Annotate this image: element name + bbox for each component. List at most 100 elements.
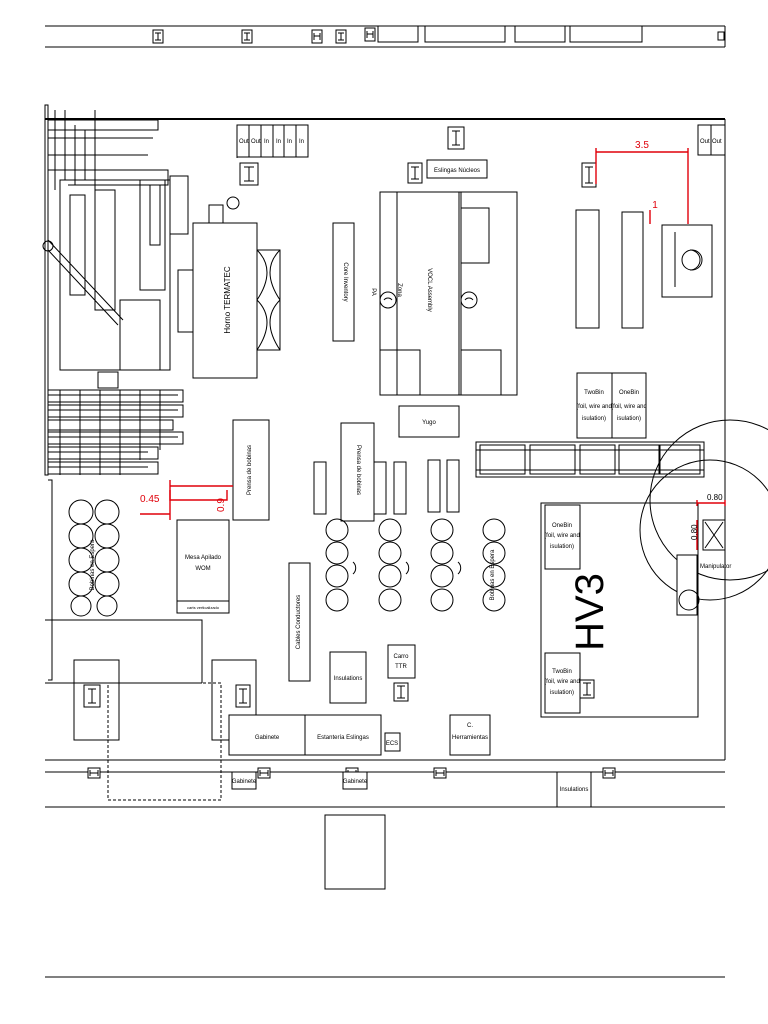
ttr-label: TTR bbox=[395, 664, 407, 670]
h-beam-icon bbox=[311, 29, 323, 44]
i-beam-icon bbox=[83, 684, 101, 708]
twobin-label: TwoBin bbox=[552, 669, 572, 675]
h-beam-icon bbox=[602, 767, 616, 779]
rack-left bbox=[575, 209, 600, 329]
conveyor-row bbox=[475, 441, 705, 478]
dimension-label: 1 bbox=[652, 200, 658, 211]
vocl-label: VOCL Assembly bbox=[426, 268, 432, 311]
ecs-label: ECS bbox=[386, 741, 398, 747]
core-inventory-rack bbox=[332, 222, 355, 342]
gabinete-label: Gabinete bbox=[343, 779, 368, 785]
dimension-label: 0.80 bbox=[707, 493, 723, 502]
hv3-area: OneBin (foil, wire and isulation) TwoBin… bbox=[540, 419, 768, 718]
i-beam-icon bbox=[335, 29, 347, 44]
yugo-box bbox=[398, 405, 460, 438]
i-beam-icon bbox=[393, 682, 409, 702]
h-beam-icon bbox=[87, 767, 101, 779]
header-door-frame bbox=[514, 25, 566, 43]
twobin-sub-label: (foil, wire and bbox=[544, 679, 580, 685]
cables-conductores-rack bbox=[288, 562, 311, 682]
twobin-label: TwoBin bbox=[584, 390, 604, 396]
dimension-label: 3.5 bbox=[635, 140, 649, 151]
h-beam-icon bbox=[364, 27, 376, 42]
mesa-apilado-wom: Mesa Apilado WOM carts verticalizado bbox=[176, 519, 230, 614]
machinery-cluster bbox=[42, 104, 240, 681]
i-beam-icon bbox=[447, 126, 465, 150]
slot-out-label: Out bbox=[700, 139, 710, 145]
yugo-label: Yugo bbox=[422, 420, 436, 426]
i-beam-icon bbox=[241, 29, 253, 44]
manipulator-label: Manipulator bbox=[700, 564, 731, 570]
header-door-frame bbox=[377, 25, 419, 43]
onebin-sub-label: (foil, wire and bbox=[611, 404, 647, 410]
column-frame bbox=[73, 659, 120, 741]
right-io-slots: Out Out bbox=[697, 124, 726, 156]
i-beam-icon bbox=[581, 162, 597, 188]
h-beam-icon bbox=[433, 767, 447, 779]
top-io-slots: Out Out In In In In bbox=[236, 124, 309, 186]
i-beam-icon bbox=[579, 679, 595, 699]
slot-in-label: In bbox=[276, 139, 281, 145]
carts-label: carts verticalizado bbox=[187, 605, 220, 610]
slot-in-label: In bbox=[299, 139, 304, 145]
slot-in-label: In bbox=[264, 139, 269, 145]
i-beam-icon bbox=[235, 684, 251, 708]
rack-right bbox=[621, 211, 644, 329]
left-coil-staging: Bobinas en Espera bbox=[68, 499, 120, 617]
prensa-bobinas-1: Prensa de bobinas 0.45 0.9 bbox=[140, 419, 270, 521]
header-door-frame bbox=[569, 25, 643, 43]
insulations-label: Insulations bbox=[334, 676, 363, 682]
i-beam-icon bbox=[407, 162, 423, 184]
c-herramientas-label: C. bbox=[467, 723, 473, 729]
carro-label: Carro bbox=[393, 654, 409, 660]
ecs-box bbox=[384, 732, 401, 752]
hv3-label: HV3 bbox=[568, 573, 612, 651]
twobin-sub-label: isulation) bbox=[550, 690, 574, 696]
header-door-frame bbox=[424, 25, 506, 43]
horno-termatec: Horno TERMATEC bbox=[177, 222, 281, 379]
slot-in-label: In bbox=[287, 139, 292, 145]
top-header-band bbox=[45, 25, 726, 48]
wom-label: WOM bbox=[195, 566, 210, 572]
dimension-label: 0.80 bbox=[690, 524, 699, 540]
onebin-sub-label: isulation) bbox=[617, 416, 641, 422]
manipulator-top bbox=[661, 224, 713, 298]
carro-ttr-box bbox=[387, 644, 416, 679]
mesa-apilado-label: Mesa Apilado bbox=[185, 555, 222, 561]
eslingas-nucleos: Eslingas Núcleos bbox=[407, 126, 488, 184]
gabinete-box bbox=[228, 714, 306, 756]
onebin-label: OneBin bbox=[552, 523, 572, 529]
prensa-label: Prensa de bobinas bbox=[355, 445, 361, 495]
gabinete-label: Gabinete bbox=[232, 779, 257, 785]
c-herramientas-box bbox=[449, 714, 491, 756]
bin-group-top: TwoBin (foil, wire and isulation) OneBin… bbox=[576, 372, 647, 439]
lower-storage-box bbox=[324, 814, 386, 890]
estanteria-eslingas-box bbox=[304, 714, 382, 756]
pa-label: PA bbox=[370, 288, 376, 296]
slot-out-label: Out bbox=[239, 139, 249, 145]
insulations-label: Insulations bbox=[560, 787, 589, 793]
bobinas-espera-label: Bobinas en Espera bbox=[490, 549, 496, 600]
right-top-area: 3.5 1 bbox=[575, 140, 713, 329]
twobin-sub-label: (foil, wire and bbox=[576, 404, 612, 410]
onebin-sub-label: (foil, wire and bbox=[544, 533, 580, 539]
left-bay-lines bbox=[45, 619, 203, 684]
corridor-items: Gabinete Gabinete Insulations bbox=[87, 767, 616, 808]
gabinete-label: Gabinete bbox=[255, 735, 280, 741]
bobinas-espera-label: Bobinas en Espera bbox=[90, 539, 96, 590]
core-inventory-label: Core Inventory bbox=[342, 262, 348, 301]
estanteria-label: Estantería Eslingas bbox=[317, 735, 369, 741]
c-herramientas-label: Herramientas bbox=[452, 735, 488, 741]
twobin-sub-label: isulation) bbox=[582, 416, 606, 422]
slot-out-label: Out bbox=[712, 139, 722, 145]
cables-label: Cables Conductores bbox=[296, 595, 302, 649]
onebin-label: OneBin bbox=[619, 390, 639, 396]
insulations-box bbox=[329, 651, 367, 704]
i-beam-icon bbox=[239, 162, 259, 186]
i-beam-icon bbox=[152, 29, 164, 44]
dimension-label: 0.9 bbox=[216, 498, 227, 512]
slot-out-label: Out bbox=[251, 139, 261, 145]
dashed-area bbox=[107, 682, 222, 801]
h-beam-icon bbox=[257, 767, 271, 779]
eslingas-nucleos-label: Eslingas Núcleos bbox=[434, 168, 480, 174]
